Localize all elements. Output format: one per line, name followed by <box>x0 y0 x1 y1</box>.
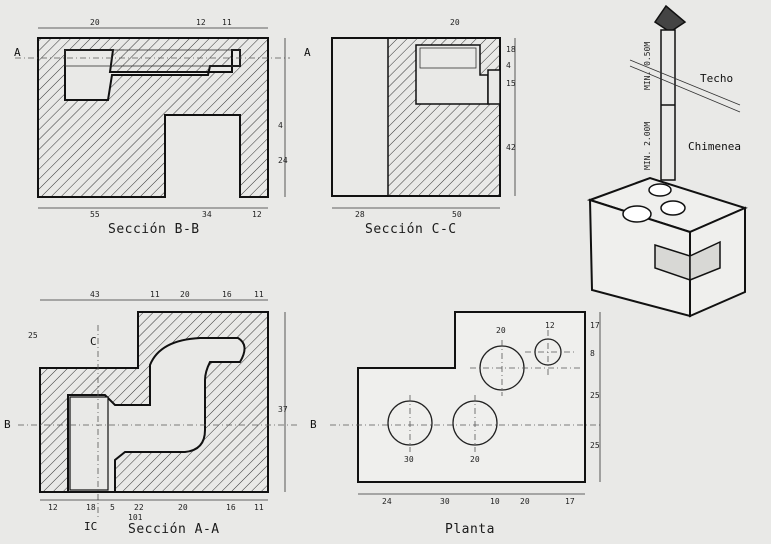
dim-aa-bottom-1: 12 <box>48 503 58 512</box>
cut-marker-a-left: A <box>14 46 21 59</box>
dim-bb-top-1: 20 <box>90 18 100 27</box>
dim-cc-right-1: 18 <box>506 45 516 54</box>
section-bb-body <box>37 37 269 198</box>
label-chimney: Chimenea <box>688 140 741 153</box>
section-aa: B B C IC 43 11 20 16 11 25 37 12 18 5 22… <box>4 290 317 533</box>
planta-view: 24 30 10 20 17 17 8 25 25 20 12 30 20 <box>330 311 601 506</box>
dim-planta-bottom-2: 30 <box>440 497 450 506</box>
dim-planta-right-3: 25 <box>590 391 600 400</box>
dim-planta-right-4: 25 <box>590 441 600 450</box>
dim-bb-bottom-1: 55 <box>90 210 100 219</box>
dim-planta-hole-3: 30 <box>404 455 414 464</box>
dim-planta-right-1: 17 <box>590 321 600 330</box>
dim-bb-right-2: 4 <box>278 121 283 130</box>
dim-aa-bottom-5: 20 <box>178 503 188 512</box>
dim-cc-bottom-2: 50 <box>452 210 462 219</box>
cut-marker-b-left: B <box>4 418 11 431</box>
dim-bb-right-1: 24 <box>278 156 288 165</box>
dim-planta-bottom-1: 24 <box>382 497 392 506</box>
dim-aa-right-1: 37 <box>278 405 288 414</box>
dim-aa-bottom-4: 22 <box>134 503 144 512</box>
caption-section-bb: Sección B-B <box>108 222 200 237</box>
dim-planta-hole-4: 20 <box>470 455 480 464</box>
planta-outline <box>357 311 586 483</box>
dim-aa-left-1: 25 <box>28 331 38 340</box>
dim-aa-bottom-2: 18 <box>86 503 96 512</box>
caption-section-cc: Sección C-C <box>365 222 457 237</box>
dim-cc-bottom-1: 28 <box>355 210 365 219</box>
dim-cc-right-2: 4 <box>506 61 511 70</box>
burner-hole-3 <box>648 183 672 197</box>
dim-planta-hole-1: 20 <box>496 326 506 335</box>
dim-planta-right-2: 8 <box>590 349 595 358</box>
dim-planta-hole-2: 12 <box>545 321 555 330</box>
dim-cc-right-3: 15 <box>506 79 516 88</box>
dim-aa-bottom-total: 101 <box>128 513 143 522</box>
label-min-height-2: MIN. 2.00M <box>643 122 652 170</box>
chimney-cap <box>653 4 687 33</box>
dim-aa-bottom-3: 5 <box>110 503 115 512</box>
dim-bb-bottom-3: 12 <box>252 210 262 219</box>
section-cc-hatch <box>387 37 501 197</box>
cut-marker-b-right: B <box>310 418 317 431</box>
caption-planta: Planta <box>445 522 495 537</box>
dim-aa-bottom-6: 16 <box>226 503 236 512</box>
iso-stove-view: Techo Chimenea MIN. 0.50M MIN. 2.00M <box>586 4 748 318</box>
dim-planta-bottom-3: 10 <box>490 497 500 506</box>
dim-aa-top-4: 16 <box>222 290 232 299</box>
dim-bb-top-3: 11 <box>222 18 232 27</box>
dim-aa-bottom-7: 11 <box>254 503 264 512</box>
label-roof: Techo <box>700 72 733 85</box>
dim-planta-bottom-4: 20 <box>520 497 530 506</box>
burner-hole-2 <box>660 200 686 216</box>
dim-cc-top: 20 <box>450 18 460 27</box>
dim-bb-top-2: 12 <box>196 18 206 27</box>
dim-aa-top-1: 43 <box>90 290 100 299</box>
cut-marker-c-top: C <box>90 335 97 348</box>
section-cc: 20 28 50 18 4 15 42 <box>331 18 516 219</box>
caption-section-aa: Sección A-A <box>128 522 220 537</box>
label-min-height-1: MIN. 0.50M <box>643 42 652 90</box>
dim-bb-bottom-2: 34 <box>202 210 212 219</box>
dim-aa-top-2: 11 <box>150 290 160 299</box>
section-aa-body <box>39 311 269 493</box>
cut-marker-a-right: A <box>304 46 311 59</box>
burner-hole-1 <box>622 205 652 223</box>
cut-marker-c-bottom: IC <box>84 520 97 533</box>
dim-cc-right-4: 42 <box>506 143 516 152</box>
dim-aa-top-3: 20 <box>180 290 190 299</box>
section-bb: A A 20 12 11 55 34 12 24 4 <box>14 18 311 219</box>
dim-planta-bottom-5: 17 <box>565 497 575 506</box>
dim-aa-top-5: 11 <box>254 290 264 299</box>
